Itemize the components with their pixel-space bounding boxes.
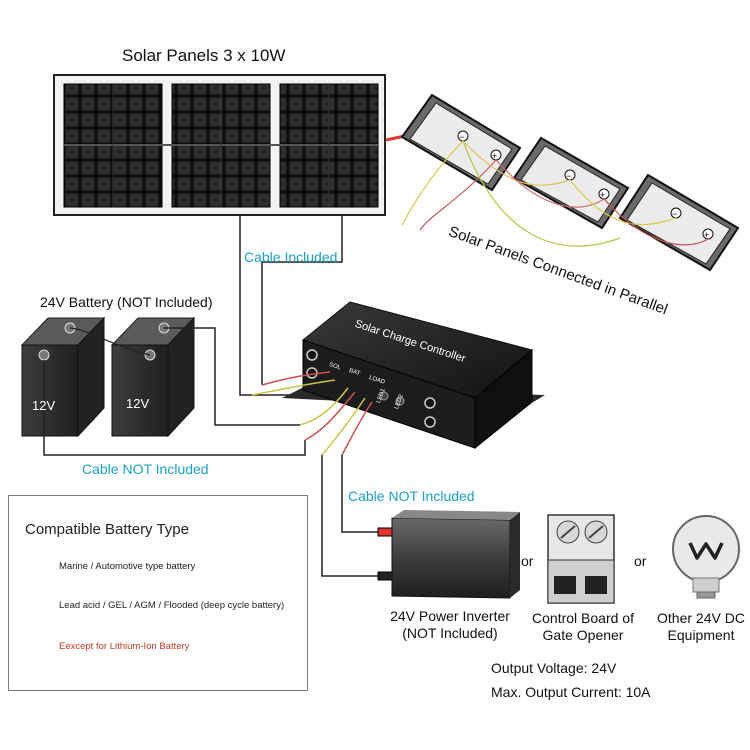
compatible-item-3: Eexcept for Lithium-Ion Battery [59,641,190,652]
other-equipment-label: Other 24V DC Equipment [652,610,750,644]
svg-text:+: + [492,151,497,161]
gate-label-line2: Gate Opener [542,627,624,643]
battery-2-voltage: 12V [126,396,150,411]
output-voltage: Output Voltage: 24V [491,660,617,676]
gate-label-line1: Control Board of [532,610,634,626]
svg-text:−: − [566,171,571,181]
power-inverter [377,510,520,599]
solar-charge-controller [282,301,545,450]
parallel-wires [401,140,709,247]
svg-text:+: + [704,230,709,240]
or-label-2: or [634,553,647,569]
compatible-title: Compatible Battery Type [25,521,189,538]
battery-1-voltage: 12V [32,398,56,413]
cable-not-included-left-label: Cable NOT Included [82,461,209,477]
or-label-1: or [521,553,534,569]
compatible-battery-box: Compatible Battery Type Marine / Automot… [8,495,308,691]
cable-included-label: Cable Included [244,249,338,265]
cable-not-included-right-label: Cable NOT Included [348,488,475,504]
inverter-label-line2: (NOT Included) [402,625,498,641]
battery-title: 24V Battery (NOT Included) [40,294,213,310]
svg-text:−: − [459,132,464,142]
other-label-line1: Other 24V DC [657,610,745,626]
light-bulb-icon [672,515,740,599]
parallel-panel-2: − + [512,136,630,230]
battery-2 [110,316,196,438]
controller-wires [251,371,373,456]
gate-opener-label: Control Board of Gate Opener [520,610,646,644]
solar-panel-array [53,74,386,216]
other-label-line2: Equipment [667,627,735,643]
battery-1 [20,316,106,438]
gate-opener-board [547,514,615,604]
compatible-item-1: Marine / Automotive type battery [59,561,196,572]
svg-text:−: − [672,209,677,219]
solar-panels-title: Solar Panels 3 x 10W [122,46,286,65]
max-output-current: Max. Output Current: 10A [491,684,651,700]
svg-text:+: + [600,190,605,200]
inverter-label: 24V Power Inverter (NOT Included) [380,608,520,642]
parallel-panel-3: − + [618,173,740,272]
compatible-item-2: Lead acid / GEL / AGM / Flooded (deep cy… [59,600,285,611]
inverter-label-line1: 24V Power Inverter [390,608,510,624]
